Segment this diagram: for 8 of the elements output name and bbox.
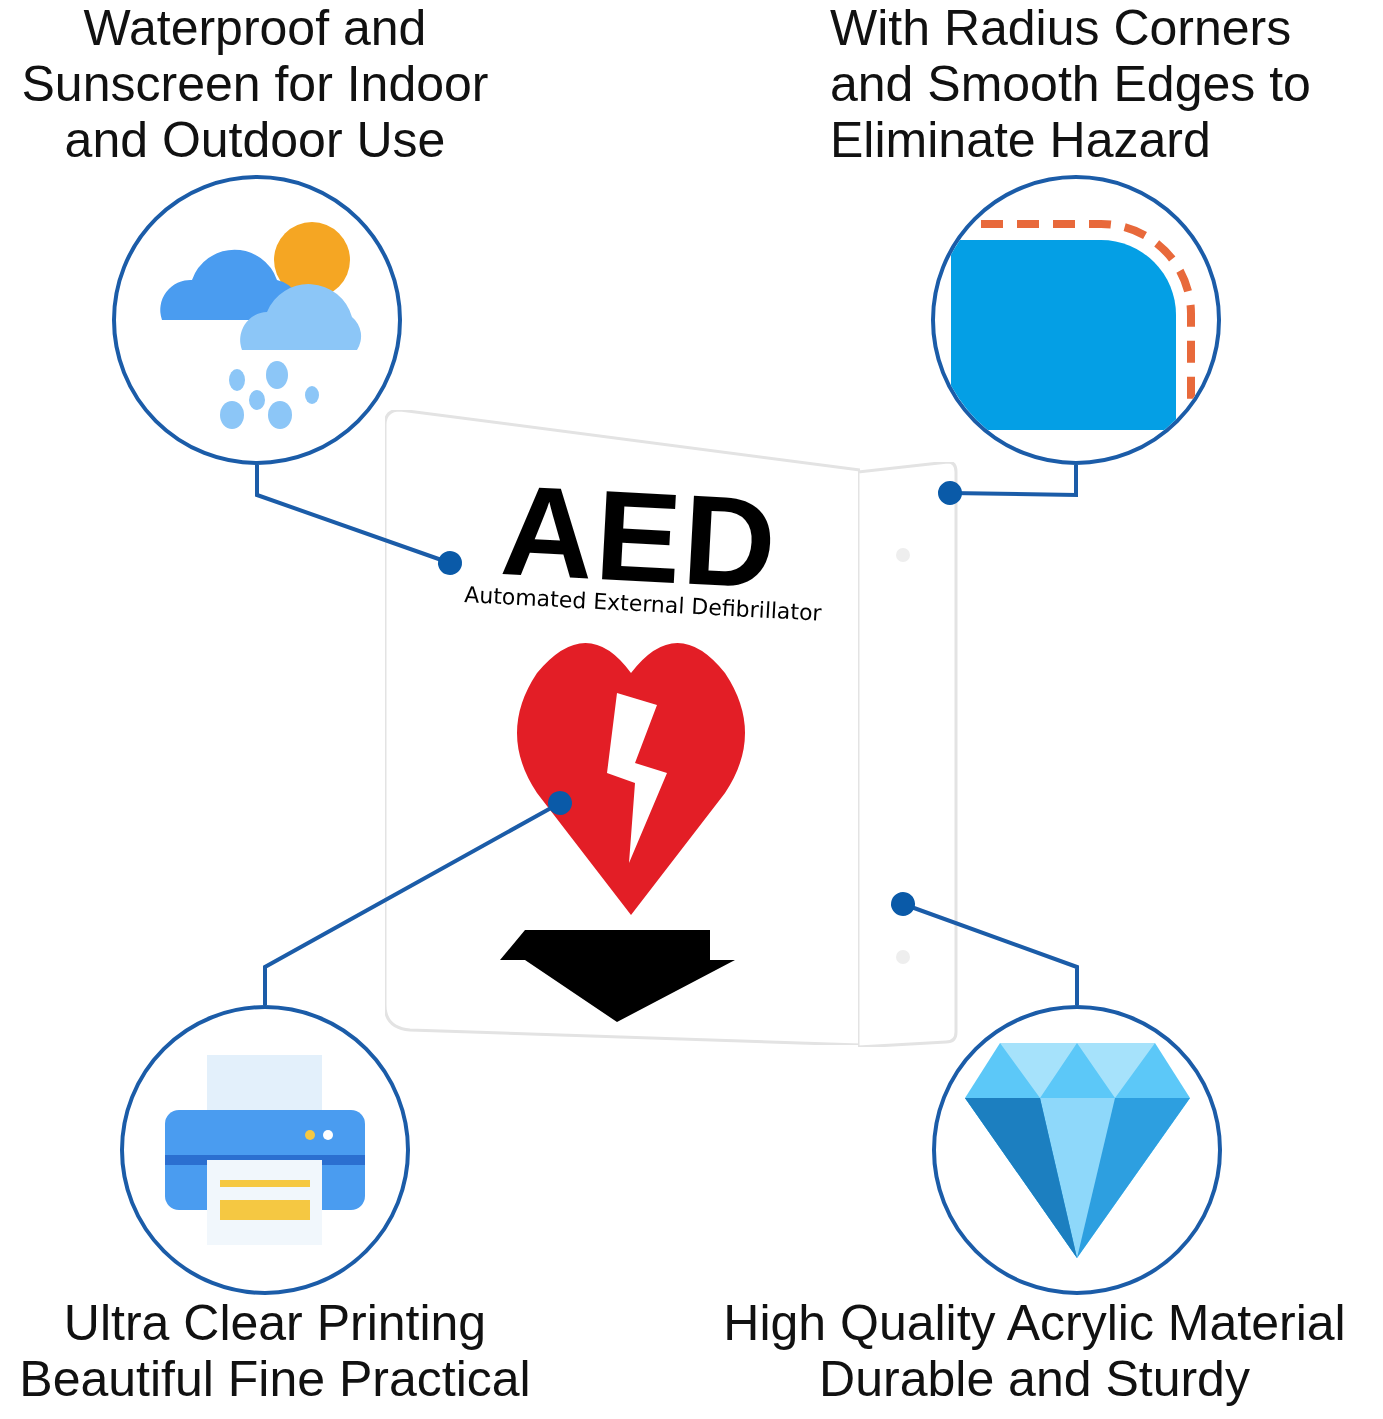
leader-line [263, 791, 572, 1005]
feature-heading: With Radius Corners and Smooth Edges to Eliminate Hazard [830, 0, 1312, 168]
feature-heading: High Quality Acrylic Material Durable and Sturdy [722, 1295, 1347, 1407]
feature-heading: Ultra Clear Printing Beautiful Fine Practical [18, 1295, 532, 1407]
leader-line [891, 892, 1079, 1005]
feature-heading: Waterproof and Sunscreen for Indoor and Outdoor Use [20, 0, 490, 168]
leader-line [255, 465, 462, 575]
leader-line [938, 465, 1078, 505]
